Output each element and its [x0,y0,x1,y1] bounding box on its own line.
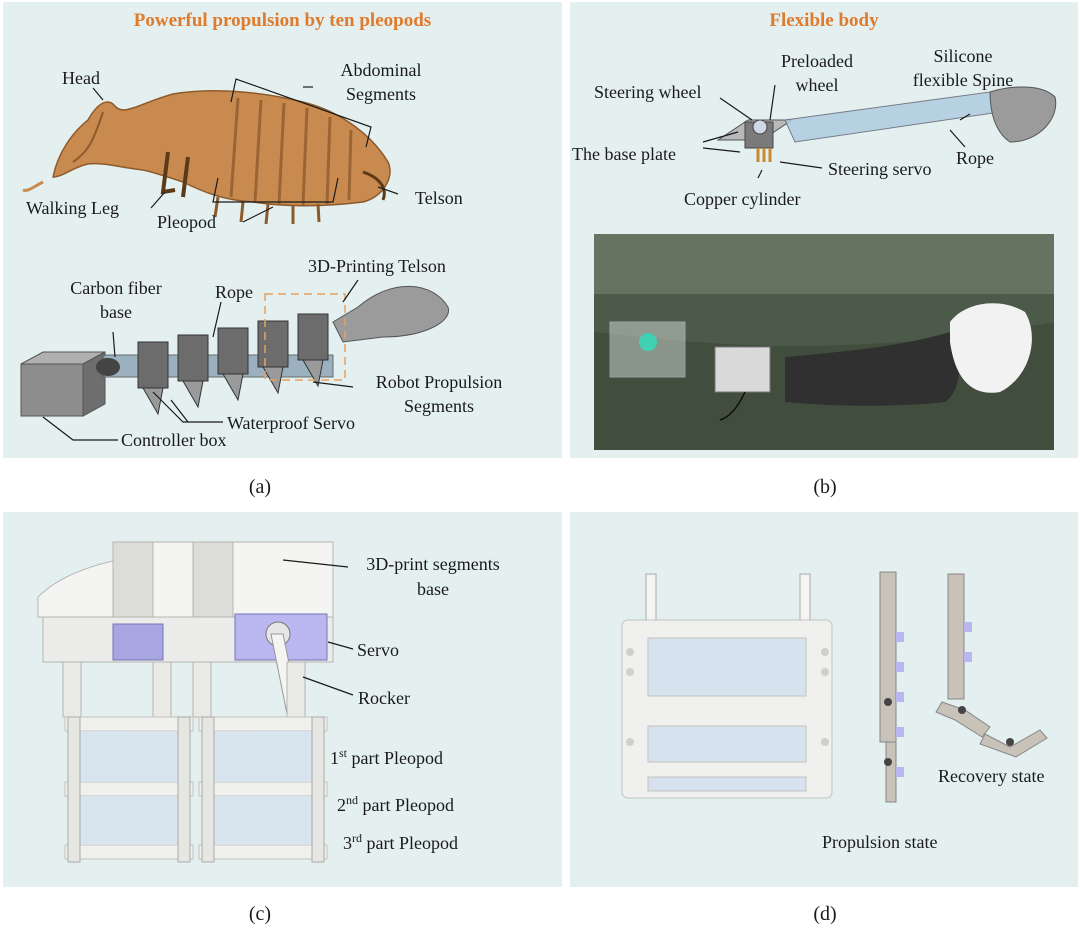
label-recovery-state: Recovery state [938,766,1045,786]
label-waterproof-servo: Waterproof Servo [227,413,356,433]
caption-c: (c) [248,903,272,925]
label-steering-wheel: Steering wheel [594,82,702,102]
label-robot-prop-2: Segments [404,396,474,416]
label-base-plate: The base plate [572,144,676,164]
label-pleopod-3: 3rd part Pleopod [343,831,458,853]
panel-c: 3D-print segments base Servo Rocker 1st … [3,512,562,887]
label-pleopod-1: 1st part Pleopod [330,746,444,768]
underwater-robot-photo [594,234,1054,450]
panel-a-illustration [20,78,449,441]
label-silicone-1: Silicone [933,46,993,66]
panel-d: Recovery state Propulsion state [570,512,1078,887]
robot-cad-image [20,285,449,417]
label-steering-servo: Steering servo [828,159,932,179]
panel-b: Flexible body [570,2,1078,458]
label-propulsion-state: Propulsion state [822,832,938,852]
panel-c-callouts [282,559,354,696]
flexible-body-cad-image [716,86,1057,162]
label-carbon-2: base [100,302,132,322]
pleopod-side-propulsion [879,571,904,803]
label-servo: Servo [357,640,399,660]
label-preloaded-1: Preloaded [781,51,853,71]
label-abdominal-2: Segments [346,84,416,104]
label-pleopod: Pleopod [157,212,217,232]
label-pleopod-2: 2nd part Pleopod [337,793,454,815]
caption-b: (b) [813,476,837,498]
panel-a-robot-callouts [42,279,359,441]
label-seg-base-2: base [417,579,449,599]
pleopod-side-recovery [935,573,1048,758]
label-abdominal-1: Abdominal [340,60,422,80]
label-robot-prop-1: Robot Propulsion [375,372,503,392]
panel-b-illustration [594,84,1057,450]
label-seg-base-1: 3D-print segments [366,554,500,574]
caption-a: (a) [248,476,272,498]
panel-a-title: Powerful propulsion by ten pleopods [133,10,432,31]
label-copper-cylinder: Copper cylinder [684,189,801,209]
label-walking-leg: Walking Leg [26,198,120,218]
panel-a: Powerful propulsion by ten pleopods [3,2,562,458]
panel-b-callouts [702,84,971,179]
label-telson: Telson [415,188,463,208]
label-rope-a: Rope [215,282,253,302]
panel-b-title: Flexible body [769,10,879,31]
label-rocker: Rocker [358,688,410,708]
label-silicone-2: flexible Spine [912,70,1014,90]
label-controller-box: Controller box [121,430,227,450]
caption-d: (d) [813,903,837,925]
label-rope-b: Rope [956,148,994,168]
label-preloaded-2: wheel [795,75,839,95]
mantis-shrimp-image [22,89,391,225]
label-printing-telson: 3D-Printing Telson [308,256,446,276]
panel-d-illustration [621,571,1048,803]
label-head: Head [62,68,100,88]
panel-c-illustration [37,541,354,863]
label-carbon-1: Carbon fiber [70,278,162,298]
pleopod-front-view [621,573,833,799]
segment-cad-image [37,541,334,863]
panel-a-callouts [92,78,399,223]
